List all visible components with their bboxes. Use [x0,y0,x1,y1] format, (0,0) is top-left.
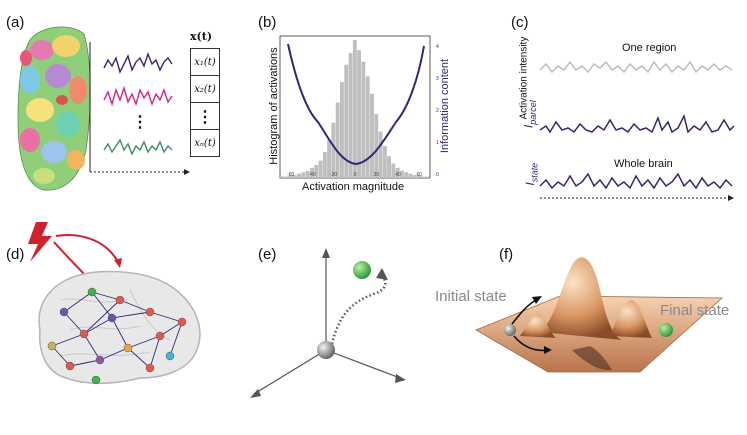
panel-c-label: (c) [511,14,529,31]
trace-ellipsis: ⋮ [132,114,148,131]
whole-brain-label: Whole brain [614,158,673,170]
histogram-bar [408,173,413,178]
vector-header: x(t) [190,30,213,43]
histogram-bar [352,40,357,178]
histogram-bar [421,176,426,178]
histogram-bar [288,175,293,178]
histogram-xlabel: Activation magnitude [302,181,405,193]
x-tick-label: -40 [308,172,315,178]
landscape-peak-left [520,313,556,338]
histogram-bar [340,82,344,178]
one-region-trace [539,60,733,74]
histogram-bar [301,172,306,178]
histogram-bar [404,172,409,178]
trace-x1 [103,51,173,74]
histogram-bar [292,175,297,178]
histogram-bar [310,167,314,178]
x-tick-label: 0 [354,172,357,178]
final-state-marker [659,323,673,337]
vector-cell-N: xₙ(t) [190,129,220,157]
trace-xN [103,138,173,156]
histogram-bar [378,131,383,178]
landscape-valley [572,346,612,371]
trajectory-arrow-up [511,299,537,325]
histogram-bar [331,122,336,178]
initial-state-ball [317,341,335,359]
one-region-label: One region [622,42,677,54]
i-state-trace [539,172,733,190]
histogram-bar [361,61,366,178]
x-tick-labels: -60 -40 -20 0 20 40 60 [287,172,422,178]
histogram-bar [400,170,404,178]
histogram-bar [370,93,374,178]
network-nodes [47,287,187,385]
histogram-bar [297,173,301,178]
state-trajectory [330,275,387,345]
histogram-bar [280,176,284,178]
trace-x2 [103,85,173,107]
histogram-bar [365,76,370,178]
x-tick-label: -60 [287,172,294,178]
histogram-bar [335,102,340,178]
y-right-tick-label: 3 [436,76,439,82]
panel-d-label: (d) [6,246,25,263]
histogram-bar [284,176,289,178]
histogram-bar [425,176,430,178]
histogram-bar [348,53,353,178]
histogram-bar [318,160,323,178]
panel-e-label: (e) [258,246,277,263]
x-tick-label: 20 [374,172,380,178]
landscape-peak-main [540,257,622,340]
information-content-curve [287,43,425,166]
stimulus-bolt-icon [28,222,52,262]
final-state-ball [353,261,371,279]
stimulus-arrow-2 [55,234,119,263]
x-tick-label: -20 [330,172,337,178]
histogram-bar [391,163,396,178]
y-right-tick-label: 4 [436,44,439,50]
y-right-tick-label: 0 [436,172,439,178]
histogram-bar [417,175,421,178]
panel-b-label: (b) [258,14,277,31]
histogram-bar [374,114,379,178]
histogram-bar [357,50,361,179]
panel-f-label: (f) [499,246,514,263]
histogram-bar [395,167,400,178]
histogram-bar [412,175,417,178]
histogram-bar [344,64,349,178]
histogram-bar [327,140,331,178]
panel-a-label: (a) [6,14,25,31]
histogram-bar [305,170,310,178]
parcellated-brain-image [17,26,91,191]
histogram-bar [387,156,391,178]
histogram-bar [314,164,319,178]
y-right-tick-labels: 4 3 2 1 0 [436,44,439,178]
x-tick-label: 60 [417,172,423,178]
y-right-tick-label: 1 [436,140,439,146]
vector-cell-1: x₁(t) [190,48,220,76]
final-state-label: Final state [660,302,730,319]
initial-state-label: Initial state [435,288,507,305]
vector-cell-2: x₂(t) [190,75,220,103]
initial-state-marker [504,324,516,336]
i-parcel-trace [539,113,735,134]
y-right-tick-label: 2 [436,108,439,114]
x-tick-label: 40 [395,172,401,178]
landscape-peak-right [610,300,652,338]
histogram-bars [280,40,430,179]
histogram-bar [322,151,327,178]
histogram-bar [382,146,387,178]
